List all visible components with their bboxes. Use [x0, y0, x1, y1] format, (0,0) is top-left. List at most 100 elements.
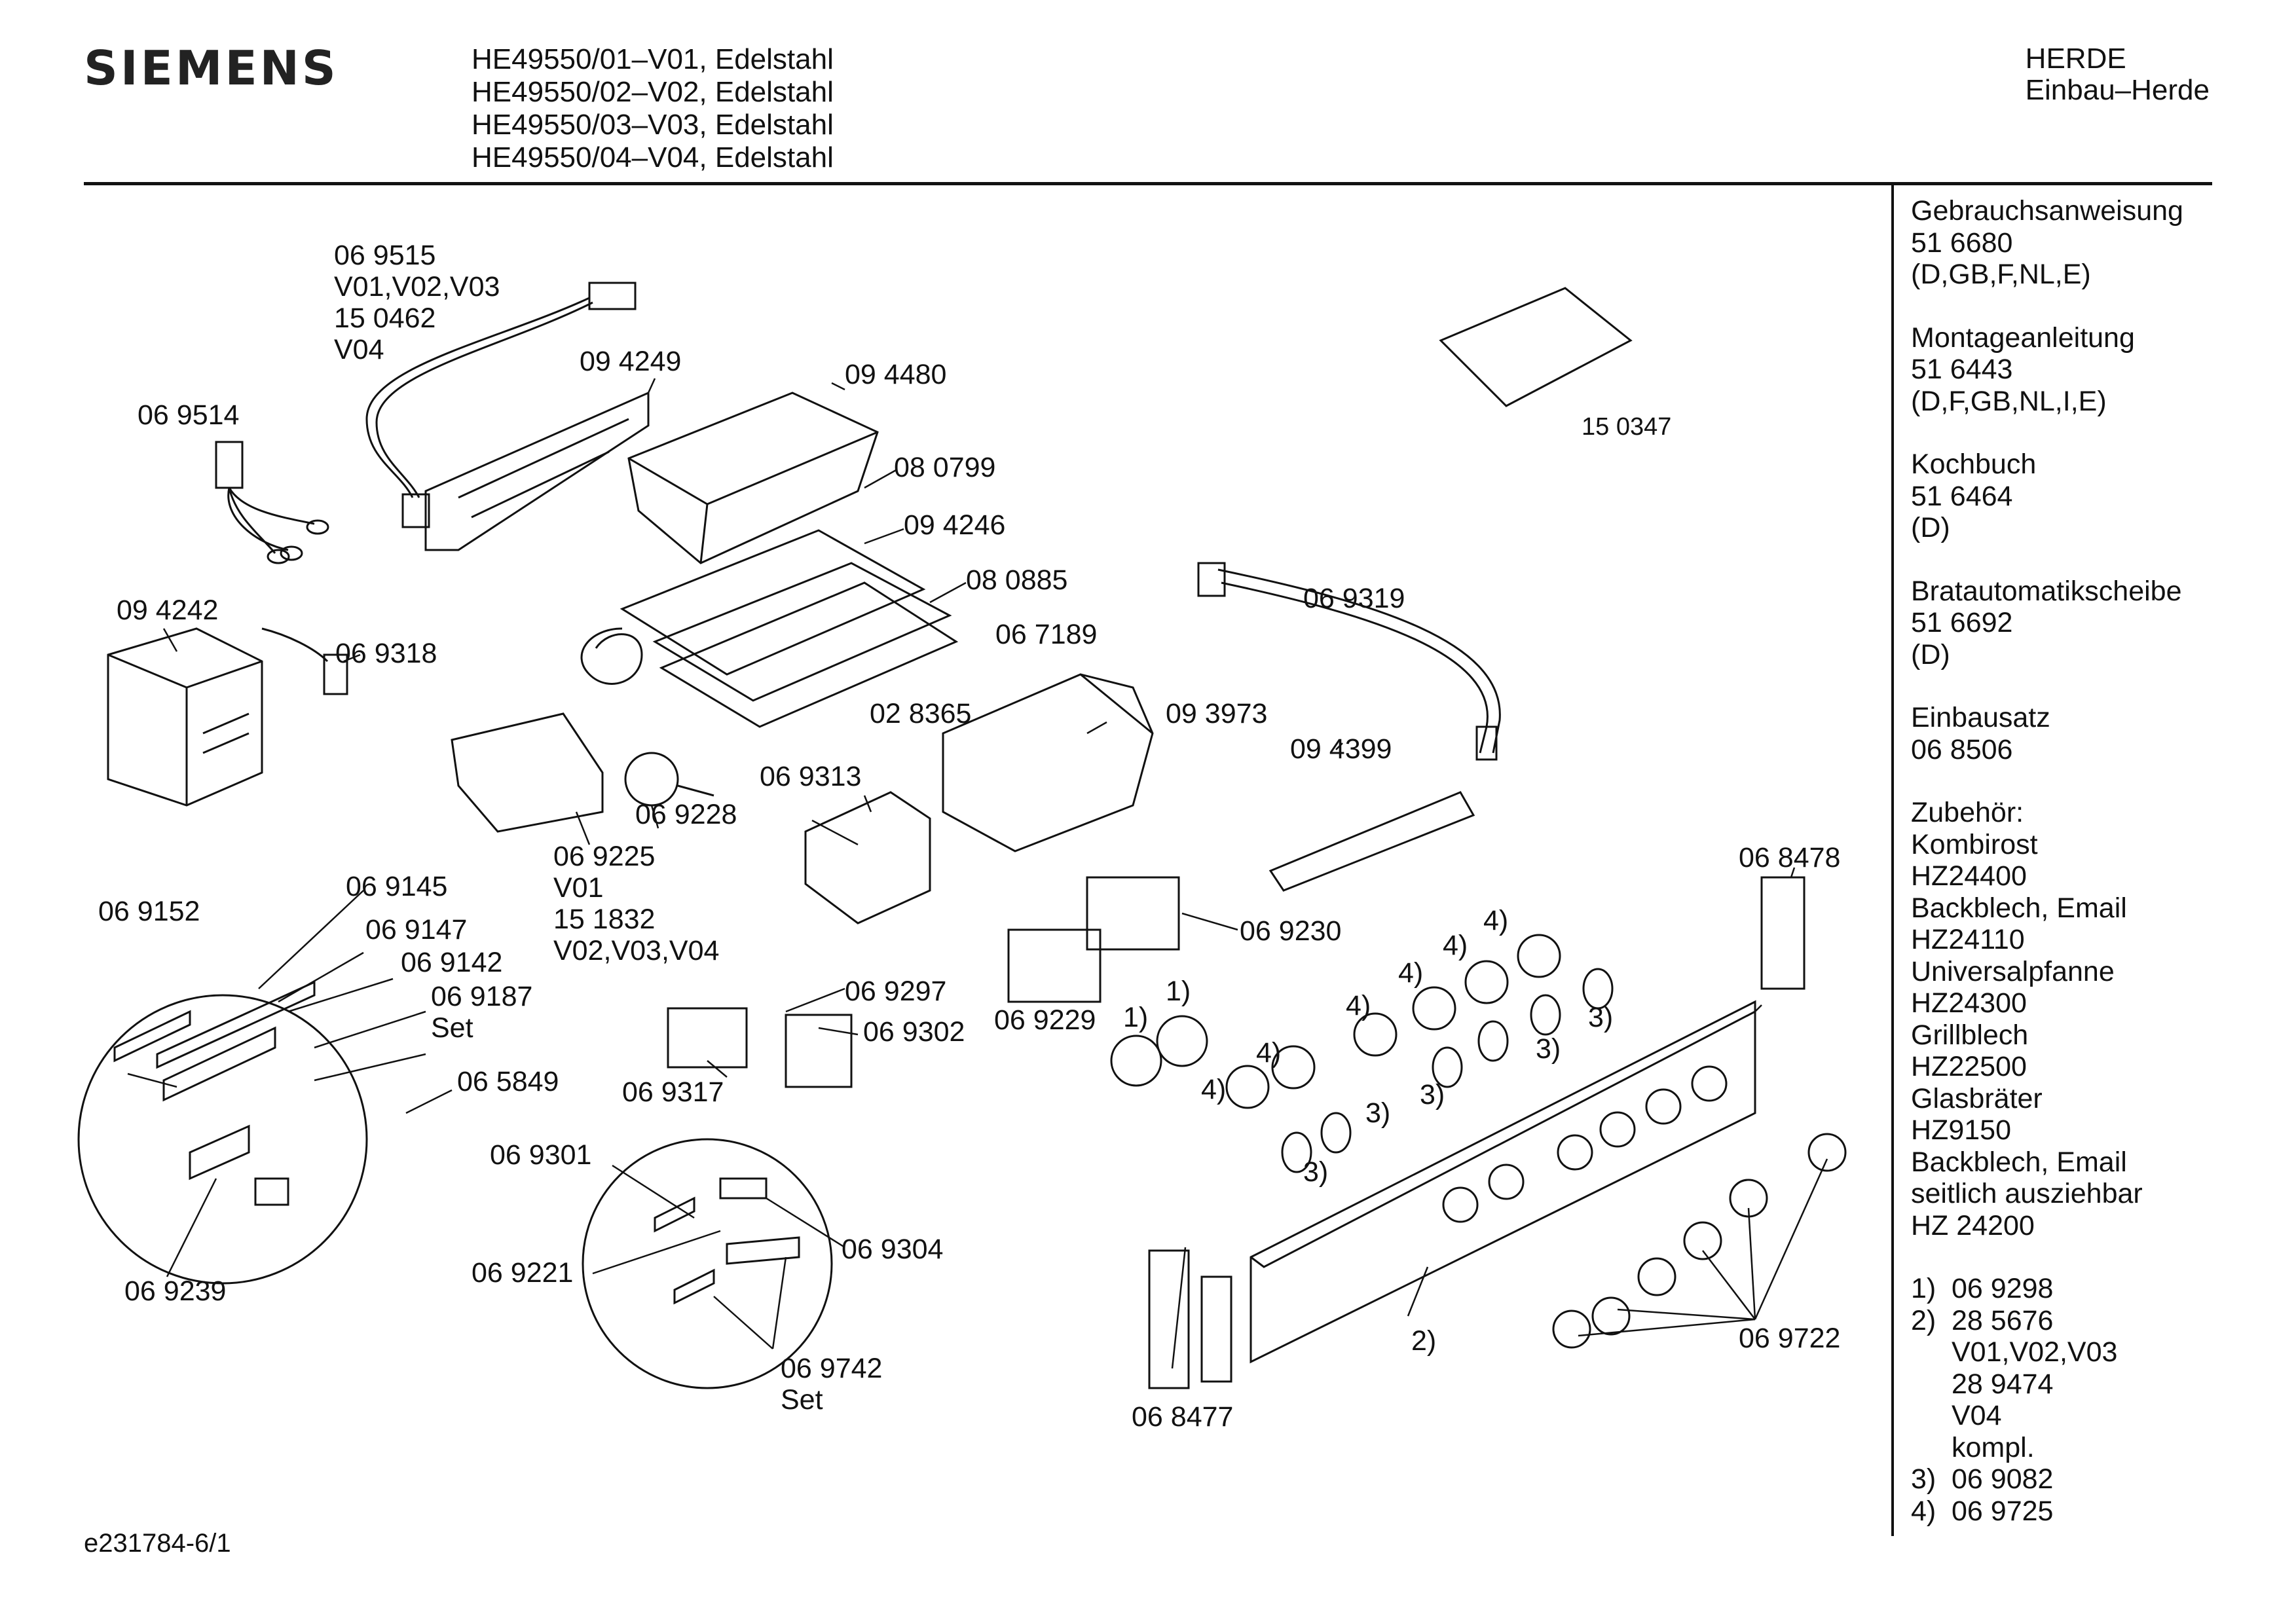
part-callout: 06 9515 V01,V02,V03 15 0462 V04	[334, 240, 500, 365]
wire-harness-graphic	[367, 298, 589, 498]
document-entry: Bratautomatikscheibe 51 6692 (D)	[1911, 576, 2278, 671]
part-callout: 06 7189	[995, 619, 1098, 650]
footnote-value: 06 9725	[1952, 1495, 2054, 1527]
ring-graphic	[1433, 1048, 1462, 1087]
knob-graphic	[1157, 1016, 1207, 1066]
terminal-strip-graphic	[452, 714, 602, 832]
part-number: 06 9515	[334, 240, 436, 271]
part-callout: 06 9319	[1303, 583, 1405, 614]
part-callout: 06 9221	[472, 1257, 574, 1289]
accessory-number: HZ 24200	[1911, 1209, 2035, 1241]
part-callout: 06 9239	[124, 1275, 227, 1307]
model-line: HE49550/01–V01, Edelstahl	[472, 43, 834, 75]
side-bracket-graphic	[1762, 877, 1804, 989]
drawing-id: e231784-6/1	[84, 1529, 231, 1558]
part-callout: 06 9742 Set	[781, 1353, 882, 1416]
footnote-ref: 3)	[1588, 1002, 1614, 1033]
document-title: Gebrauchsanweisung	[1911, 195, 2183, 227]
footnote-ref: 2)	[1411, 1325, 1437, 1357]
part-callout: 09 4480	[845, 359, 947, 390]
footnote-ref: 3)	[1536, 1033, 1561, 1065]
part-callout: 06 9228	[635, 799, 737, 830]
footnote-extra: kompl.	[1952, 1431, 2035, 1463]
ribbon-cable-graphic	[1218, 570, 1500, 753]
accessory-number: HZ24400	[1911, 860, 2027, 892]
part-callout: 06 9145	[346, 871, 448, 902]
footnote-key: 2)	[1911, 1304, 1936, 1336]
footnote-extra: V01,V02,V03	[1952, 1336, 2118, 1368]
switch-graphic	[786, 1015, 851, 1087]
detail-circle	[79, 995, 367, 1283]
variant-note: V04	[334, 334, 384, 365]
accessory-number: HZ24110	[1911, 924, 2025, 955]
connector-graphic	[324, 655, 347, 694]
part-callout: 06 9514	[138, 399, 240, 431]
variant-note: V02,V03,V04	[553, 935, 720, 966]
model-line: HE49550/03–V03, Edelstahl	[472, 109, 834, 141]
switch-block-graphic	[622, 530, 923, 674]
knob-graphic	[1413, 987, 1455, 1029]
side-bracket-graphic	[1149, 1251, 1189, 1388]
knob-graphic	[1518, 935, 1560, 977]
model-line: HE49550/02–V02, Edelstahl	[472, 76, 834, 108]
part-callout: 06 9187 Set	[431, 981, 532, 1044]
document-languages: (D,F,GB,NL,I,E)	[1911, 385, 2107, 417]
document-entry: Kochbuch 51 6464 (D)	[1911, 449, 2278, 544]
document-languages: (D)	[1911, 638, 1950, 670]
knob-graphic	[1466, 961, 1508, 1003]
part-number: 06 9225	[553, 841, 656, 872]
part-callout: 06 9304	[842, 1234, 944, 1265]
footnote-ref: 4)	[1398, 957, 1424, 989]
document-title: Kochbuch	[1911, 449, 2037, 480]
document-number: 06 8506	[1911, 733, 2013, 765]
variant-note: V01,V02,V03	[334, 271, 500, 302]
control-module-graphic	[108, 629, 262, 805]
footnote-extra: 28 9474	[1952, 1368, 2054, 1400]
document-number: 51 6680	[1911, 227, 2013, 259]
footnote-ref: 4)	[1443, 930, 1468, 961]
thermostat-graphic	[625, 753, 678, 805]
footnote-extra: V04	[1952, 1400, 2002, 1431]
footnote-value: 06 9298	[1952, 1273, 2054, 1304]
accessory-name: Universalpfanne	[1911, 955, 2115, 987]
part-callout: 09 4399	[1290, 733, 1392, 765]
ring-graphic	[1282, 1133, 1311, 1172]
footnote: 3)06 9082	[1911, 1463, 2278, 1495]
part-callout: 06 9152	[98, 896, 200, 927]
leader-lines	[128, 378, 1827, 1368]
bracket-graphic	[805, 792, 930, 923]
document-title: Montageanleitung	[1911, 321, 2135, 354]
screw-bag-graphic	[1441, 288, 1631, 406]
part-callout: 06 9147	[365, 914, 468, 945]
footnote-key: 3)	[1911, 1463, 1936, 1495]
accessory-name: Glasbräter	[1911, 1082, 2043, 1114]
accessories-list: Zubehör: Kombirost HZ24400 Backblech, Em…	[1911, 797, 2278, 1241]
document-title: Bratautomatikscheibe	[1911, 575, 2182, 607]
part-callout: 09 3973	[1166, 698, 1268, 729]
knob-graphic	[1227, 1066, 1268, 1108]
document-entry: Gebrauchsanweisung 51 6680 (D,GB,F,NL,E)	[1911, 195, 2278, 291]
part-callout: 06 9142	[401, 947, 503, 978]
model-list: HE49550/01–V01, Edelstahl HE49550/02–V02…	[472, 43, 834, 174]
part-callout: 09 4249	[580, 346, 682, 377]
accessory-number: HZ22500	[1911, 1051, 2027, 1082]
footnote: 1)06 9298	[1911, 1273, 2278, 1305]
footnote-ref: 4)	[1256, 1037, 1282, 1069]
connector-graphic	[589, 283, 635, 309]
part-number: 15 1832	[553, 904, 656, 935]
part-callout: 09 4242	[117, 595, 219, 626]
detail-circle	[583, 1139, 832, 1388]
part-callout: 06 9230	[1240, 915, 1342, 947]
document-title: Einbausatz	[1911, 702, 2050, 733]
part-callout: 09 4246	[904, 509, 1006, 541]
footnote-ref: 4)	[1201, 1074, 1227, 1105]
part-callout: 06 9297	[845, 976, 947, 1007]
part-callout: 06 8478	[1739, 842, 1841, 873]
switch-bar-graphic	[426, 393, 648, 550]
part-callout: 15 0347	[1582, 413, 1672, 441]
model-line: HE49550/04–V04, Edelstahl	[472, 141, 834, 174]
part-number: 06 9742	[781, 1353, 883, 1384]
parts-sidebar: Gebrauchsanweisung 51 6680 (D,GB,F,NL,E)…	[1911, 195, 2278, 1527]
knob-graphic	[1354, 1014, 1396, 1055]
